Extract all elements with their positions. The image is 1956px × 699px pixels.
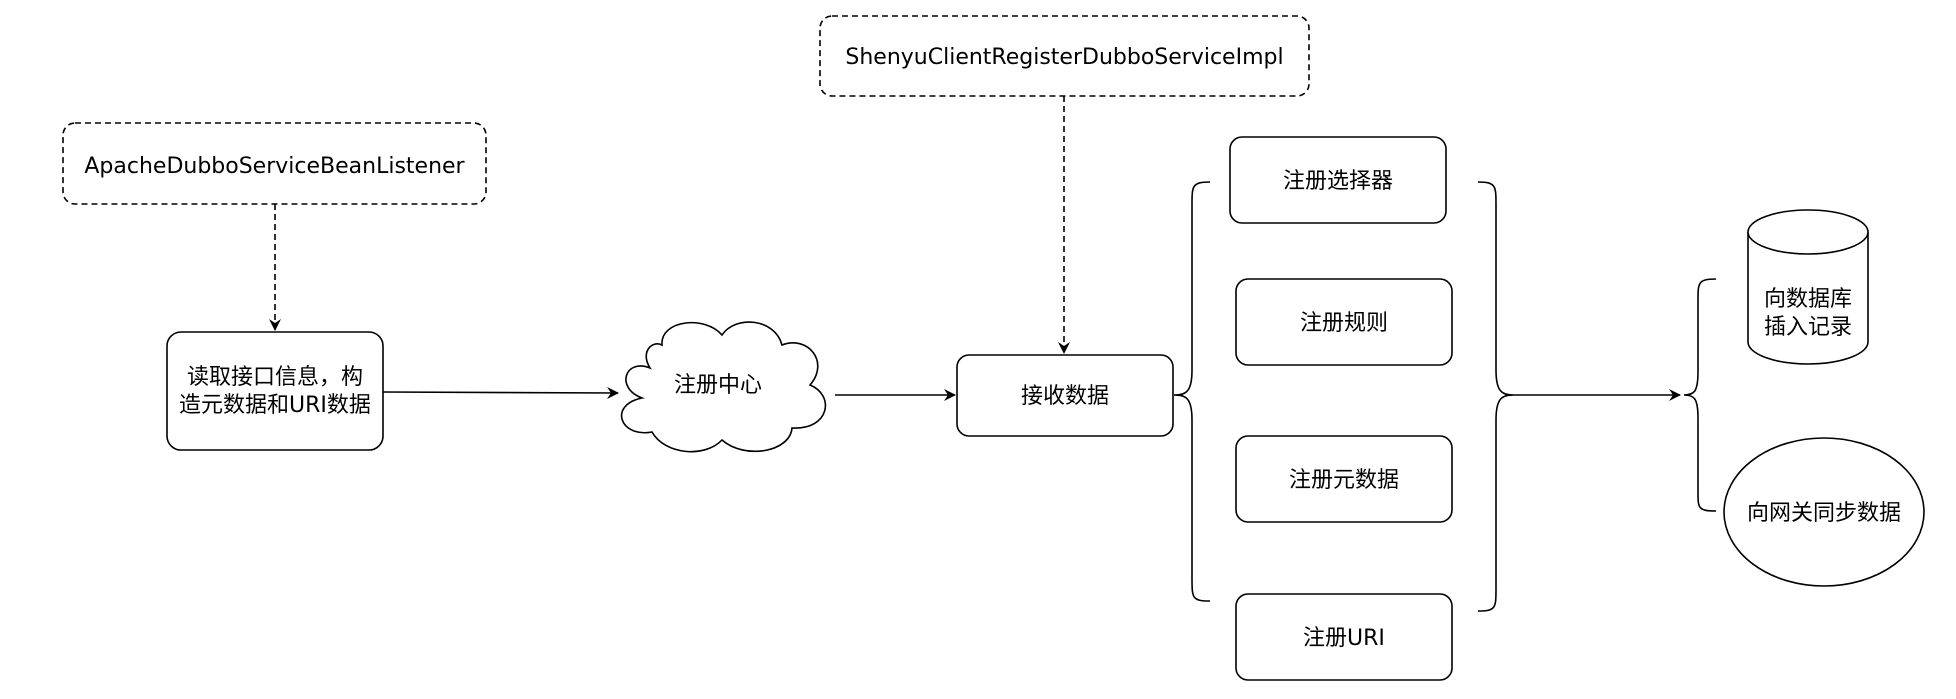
uri-label: 注册URI [1303,626,1385,651]
receive-label: 接收数据 [1021,384,1109,409]
right-brace [1477,181,1515,612]
rule-label: 注册规则 [1300,311,1388,336]
register-uri-node: 注册URI [1235,593,1453,681]
gateway-label: 向网关同步数据 [1747,501,1901,526]
gateway-sync-node: 向网关同步数据 [1723,437,1925,587]
service-impl-node: ShenyuClientRegisterDubboServiceImpl [819,15,1310,97]
read-interface-node: 读取接口信息，构 造元数据和URI数据 [166,331,384,451]
db-label-line1: 向数据库 [1764,287,1852,312]
center-label: 注册中心 [674,373,762,398]
registry-center-cloud: 注册中心 [620,321,827,453]
selector-label: 注册选择器 [1283,169,1393,194]
receive-data-node: 接收数据 [956,354,1174,437]
read-label-line1: 读取接口信息，构 [187,365,363,390]
listener-node: ApacheDubboServiceBeanListener [62,122,487,205]
database-node: 向数据库 插入记录 [1747,209,1869,365]
db-label-line2: 插入记录 [1764,315,1852,340]
register-selector-node: 注册选择器 [1229,136,1447,224]
listener-label: ApacheDubboServiceBeanListener [84,154,465,179]
left-brace [1173,181,1211,602]
arrow-read-to-center [382,386,619,399]
output-brace [1683,278,1717,512]
service-impl-label: ShenyuClientRegisterDubboServiceImpl [845,45,1283,70]
read-label-line2: 造元数据和URI数据 [179,393,371,418]
register-rule-node: 注册规则 [1235,278,1453,366]
metadata-label: 注册元数据 [1289,468,1399,493]
register-metadata-node: 注册元数据 [1235,435,1453,523]
